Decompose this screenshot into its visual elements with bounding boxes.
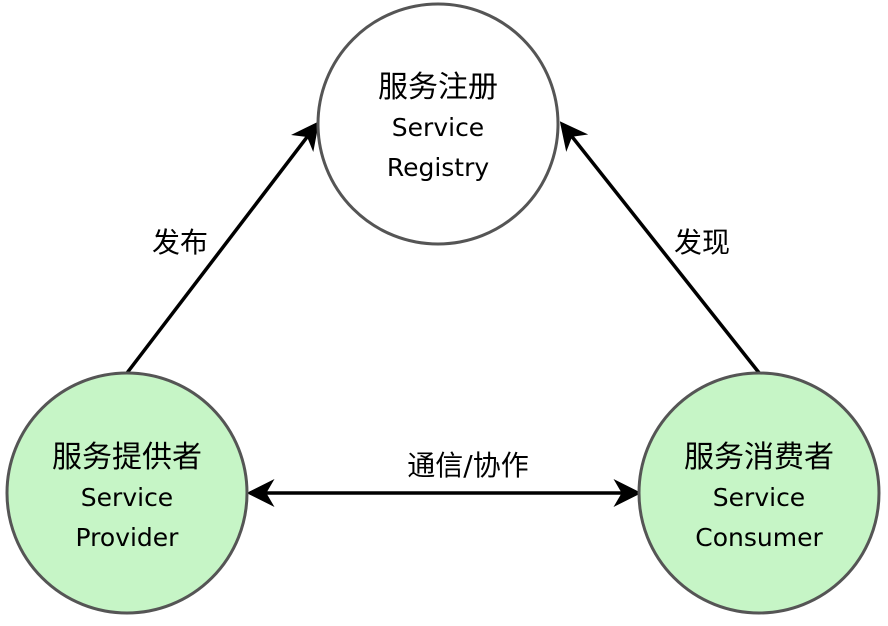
publish-label: 发布	[152, 226, 208, 259]
registry-circle	[316, 2, 560, 246]
provider-title: 服务提供者	[52, 440, 202, 475]
communicate-label: 通信/协作	[407, 449, 528, 482]
registry-subtitle-line1: Service	[392, 113, 484, 142]
provider-circle	[5, 371, 249, 615]
registry-node: 服务注册 Service Registry	[316, 2, 560, 246]
publish-arrow	[125, 121, 320, 375]
registry-title: 服务注册	[378, 70, 498, 105]
provider-subtitle-line1: Service	[81, 483, 173, 512]
consumer-title: 服务消费者	[684, 440, 834, 475]
provider-subtitle-line2: Provider	[76, 523, 180, 552]
consumer-circle	[637, 371, 881, 615]
consumer-subtitle-line2: Consumer	[695, 523, 823, 552]
provider-node: 服务提供者 Service Provider	[5, 371, 249, 615]
discover-arrow	[559, 121, 762, 376]
registry-subtitle-line2: Registry	[387, 153, 490, 182]
consumer-subtitle-line1: Service	[713, 483, 805, 512]
discover-label: 发现	[674, 226, 730, 259]
consumer-node: 服务消费者 Service Consumer	[637, 371, 881, 615]
